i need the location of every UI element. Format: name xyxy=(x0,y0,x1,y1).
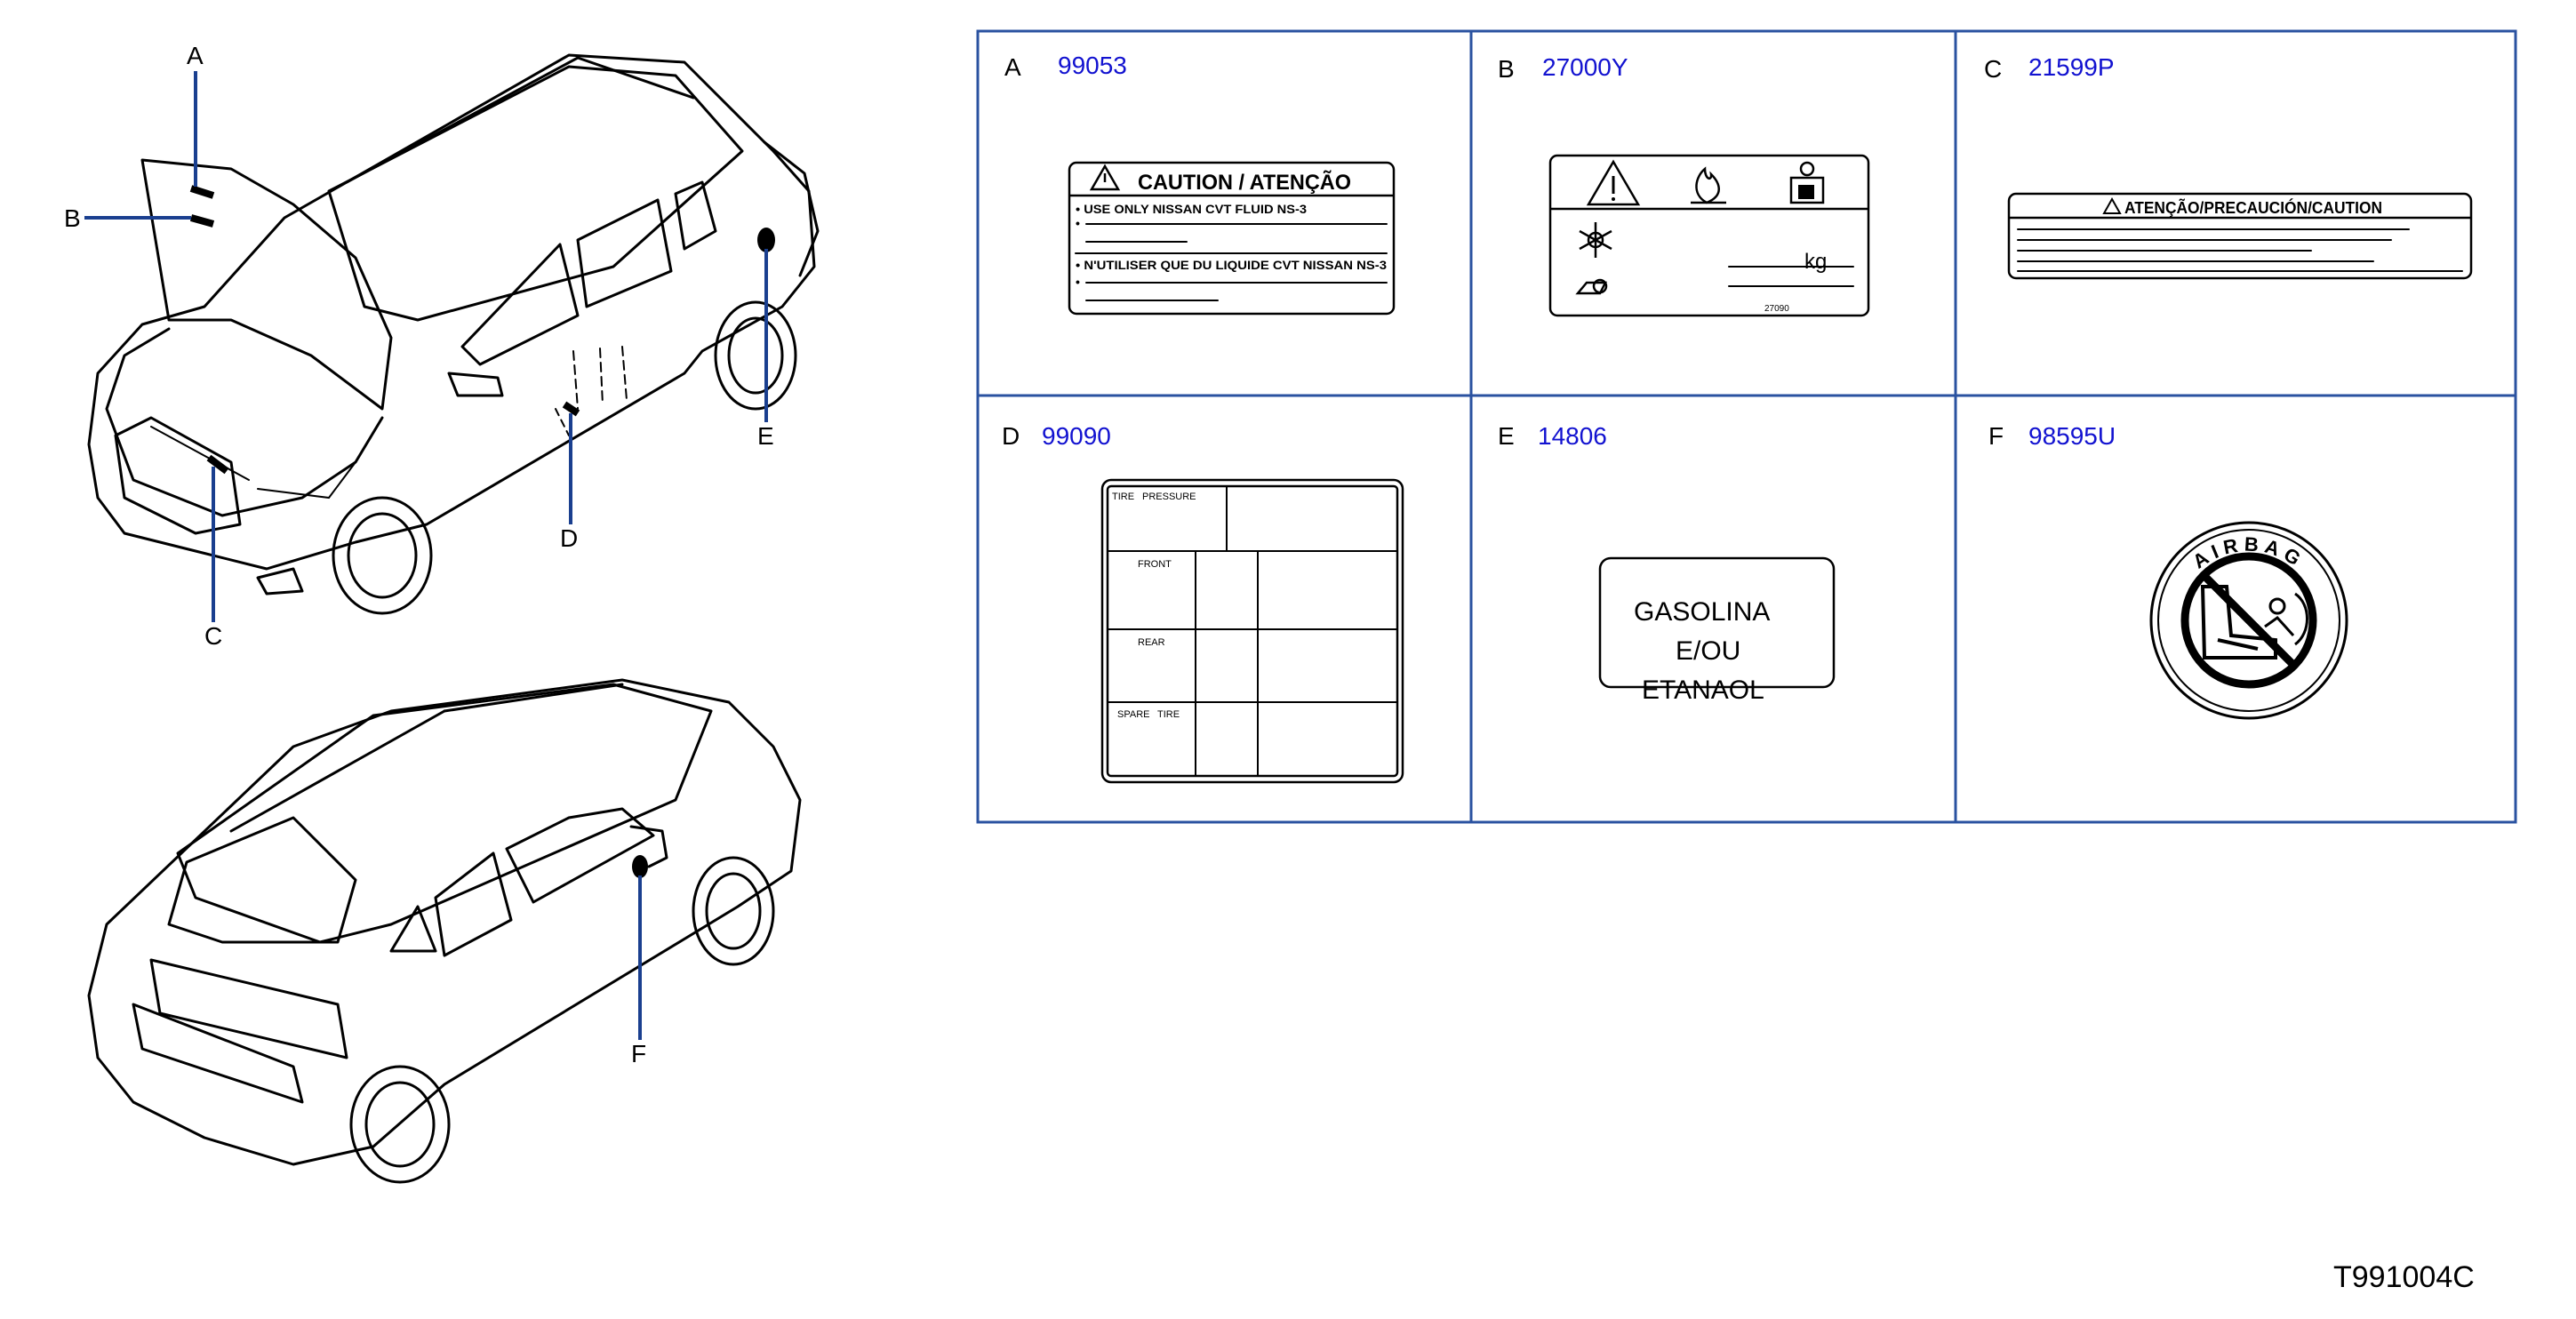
cell-d-part-number: 99090 xyxy=(1042,422,1111,450)
label-a-caution-plate: CAUTION / ATENÇÃO • USE ONLY NISSAN CVT … xyxy=(1068,161,1396,316)
label-d-spare: SPARE xyxy=(1117,709,1149,720)
front-car-illustration xyxy=(87,53,820,615)
callout-b: B xyxy=(64,204,81,232)
label-f-airbag-plate: AIRBAG xyxy=(2149,521,2348,720)
cell-c-part-number: 21599P xyxy=(2028,53,2115,81)
callout-c: C xyxy=(204,622,222,650)
label-c-title: ATENÇÃO/PRECAUCIÓN/CAUTION xyxy=(2124,198,2382,217)
warning-triangle-icon xyxy=(2102,196,2122,214)
label-e-fuel-plate: GASOLINA E/OU ETANAOL xyxy=(1598,556,1836,705)
diagram-code: T991004C xyxy=(2333,1260,2475,1294)
label-b-unit: kg xyxy=(1804,250,1827,274)
flame-icon xyxy=(1691,166,1726,204)
prohibition-slash xyxy=(2199,571,2299,670)
cell-b-part-number: 27000Y xyxy=(1542,53,1628,81)
upper-leaders xyxy=(84,71,768,622)
cell-f-letter: F xyxy=(1988,422,2004,450)
label-a-bullet-2: • xyxy=(1076,216,1080,230)
label-e-line-1: GASOLINA xyxy=(1634,597,1770,627)
label-a-title: CAUTION / ATENÇÃO xyxy=(1138,170,1351,195)
airbag-icon xyxy=(2264,592,2308,646)
service-manual-icon xyxy=(1789,161,1825,204)
label-a-line-3: • N'UTILISER QUE DU LIQUIDE CVT NISSAN N… xyxy=(1076,258,1387,272)
child-seat-icon xyxy=(2200,585,2277,660)
label-d-spare-tire: TIRE xyxy=(1157,709,1180,720)
label-d-tire: TIRE xyxy=(1112,492,1134,502)
label-a-bullet-4: • xyxy=(1076,275,1080,289)
cell-a-letter: A xyxy=(1004,53,1021,81)
label-d-rear: REAR xyxy=(1138,637,1165,648)
cell-e-letter: E xyxy=(1498,422,1515,450)
warning-triangle-icon xyxy=(1586,159,1641,206)
snowflake-icon xyxy=(1579,222,1612,258)
oil-can-icon xyxy=(1575,278,1608,295)
label-d-front: FRONT xyxy=(1138,559,1172,570)
parts-table xyxy=(976,29,2517,824)
label-a-line-1: • USE ONLY NISSAN CVT FLUID NS-3 xyxy=(1076,202,1307,216)
rear-car-illustration xyxy=(87,678,802,1184)
callout-e: E xyxy=(757,422,774,450)
cell-b-letter: B xyxy=(1498,55,1515,83)
callout-f: F xyxy=(631,1040,646,1067)
label-b-ac-refrigerant-plate: kg 27090 xyxy=(1548,154,1870,317)
label-e-line-3: ETANAOL xyxy=(1642,675,1764,705)
cell-c-letter: C xyxy=(1984,55,2002,83)
callout-d: D xyxy=(560,524,578,552)
label-c-caution-plate: ATENÇÃO/PRECAUCIÓN/CAUTION xyxy=(2007,192,2473,280)
label-d-pressure: PRESSURE xyxy=(1142,492,1196,502)
label-b-code: 27090 xyxy=(1764,304,1789,314)
cell-a-part-number: 99053 xyxy=(1058,52,1127,79)
label-d-tire-pressure-plate: TIRE PRESSURE FRONT REAR SPARE TIRE xyxy=(1100,478,1404,784)
label-e-line-2: E/OU xyxy=(1676,636,1740,666)
cell-d-letter: D xyxy=(1002,422,1020,450)
callout-a: A xyxy=(187,42,204,69)
cell-f-part-number: 98595U xyxy=(2028,422,2116,450)
warning-triangle-icon xyxy=(1089,164,1121,191)
label-f-text: AIRBAG xyxy=(2188,532,2309,572)
cell-e-part-number: 14806 xyxy=(1538,422,1607,450)
